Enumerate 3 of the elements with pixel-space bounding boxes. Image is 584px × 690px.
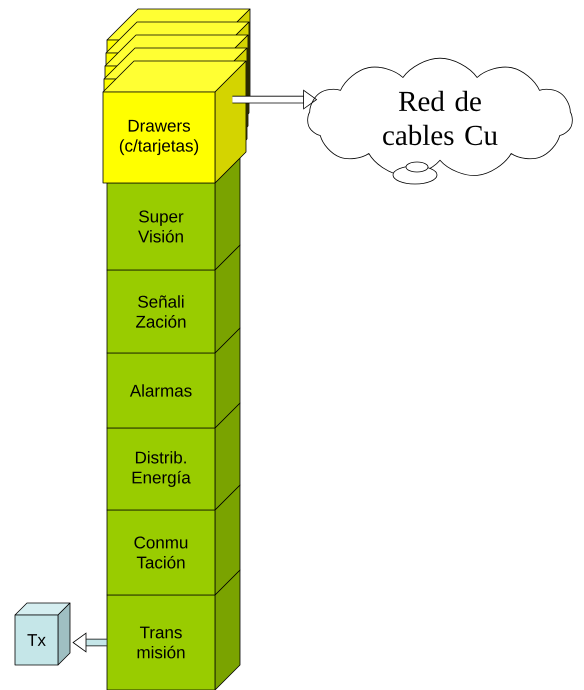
- tx-cube: Tx: [14, 602, 70, 666]
- cloud: Red de cables Cu: [307, 58, 573, 184]
- drawer-box: Drawers (c/tarjetas): [102, 8, 250, 184]
